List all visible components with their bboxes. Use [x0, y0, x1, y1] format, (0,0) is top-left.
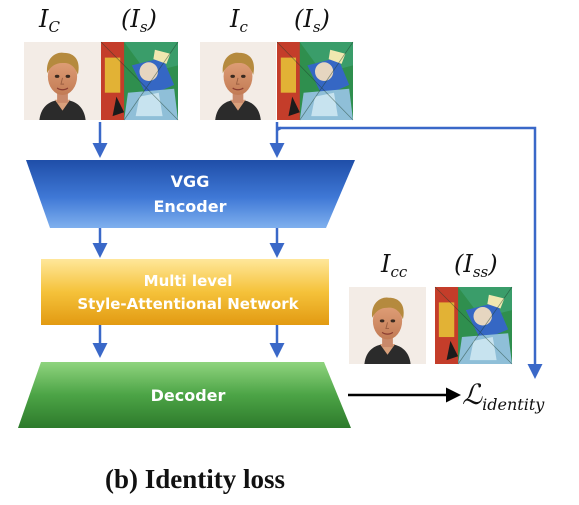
- label-is-right: (Is): [294, 5, 330, 36]
- svg-text:Ic: Ic: [229, 5, 248, 36]
- output-style-image: [434, 286, 513, 365]
- label-icc: Icc: [380, 250, 408, 281]
- figure-caption: (b) Identity loss: [105, 464, 285, 494]
- label-is-left: (Is): [121, 5, 157, 36]
- encoder-label-line2: Encoder: [154, 197, 227, 216]
- label-ic-right: Ic: [229, 5, 248, 36]
- attention-label-line2: Style-Attentional Network: [77, 295, 299, 313]
- svg-text:Icc: Icc: [380, 250, 408, 281]
- svg-text:ℒidentity: ℒidentity: [462, 378, 545, 414]
- content-image-left: [23, 41, 102, 121]
- decoder-label: Decoder: [151, 386, 226, 405]
- svg-text:(Is): (Is): [294, 5, 330, 36]
- svg-text:(Iss): (Iss): [454, 250, 498, 281]
- style-image-right: [276, 41, 354, 121]
- label-ic-left: IC: [38, 5, 60, 36]
- vgg-encoder-block: VGG Encoder: [26, 160, 355, 228]
- style-attentional-network-block: Multi level Style-Attentional Network: [41, 259, 329, 325]
- attention-label-line1: Multi level: [144, 272, 233, 290]
- decoder-block: Decoder: [18, 362, 351, 428]
- encoder-label-line1: VGG: [171, 172, 210, 191]
- identity-loss-label: ℒidentity: [462, 378, 545, 414]
- label-iss: (Iss): [454, 250, 498, 281]
- svg-text:IC: IC: [38, 5, 60, 36]
- output-content-image: [348, 286, 427, 365]
- svg-text:(Is): (Is): [121, 5, 157, 36]
- content-image-right: [199, 41, 277, 121]
- style-image-left: [100, 41, 179, 121]
